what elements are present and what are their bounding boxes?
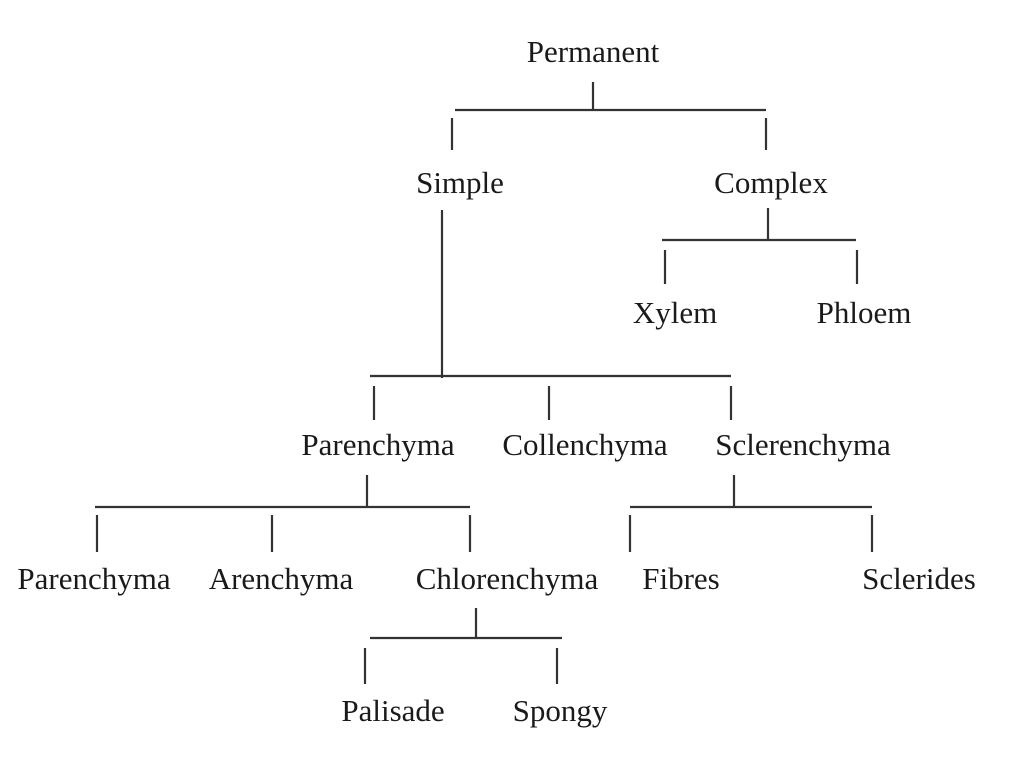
node-simple: Simple — [416, 165, 504, 200]
node-parenchyma-group: Parenchyma — [301, 427, 454, 462]
node-palisade: Palisade — [341, 693, 444, 728]
node-phloem: Phloem — [817, 295, 912, 330]
node-spongy: Spongy — [513, 693, 608, 728]
node-sclerides: Sclerides — [862, 561, 976, 596]
tree-connectors — [95, 82, 874, 684]
node-chlorenchyma: Chlorenchyma — [416, 561, 599, 596]
node-permanent: Permanent — [527, 34, 660, 69]
node-arenchyma: Arenchyma — [209, 561, 354, 596]
tree-nodes: Permanent Simple Complex Xylem Phloem Pa… — [17, 34, 975, 728]
node-parenchyma: Parenchyma — [17, 561, 170, 596]
node-collenchyma: Collenchyma — [502, 427, 668, 462]
node-fibres: Fibres — [642, 561, 720, 596]
node-complex: Complex — [714, 165, 828, 200]
node-xylem: Xylem — [633, 295, 717, 330]
node-sclerenchyma: Sclerenchyma — [715, 427, 891, 462]
